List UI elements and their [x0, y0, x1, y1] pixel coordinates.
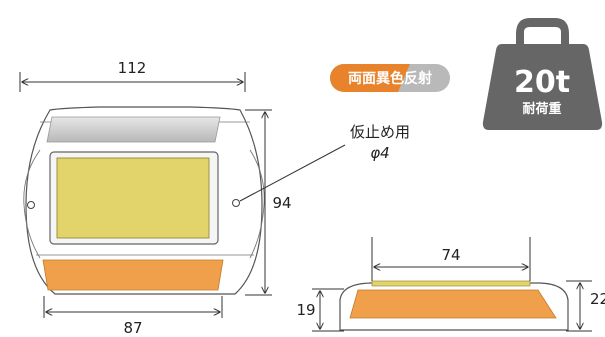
dimension-22-label: 22 [590, 290, 605, 308]
dimension-74: 74 [371, 237, 531, 281]
white-reflector [46, 116, 221, 143]
weight-caption: 耐荷重 [522, 101, 561, 117]
dimension-94: 94 [245, 109, 292, 296]
hole-annotation: 仮止め用 φ4 [239, 123, 410, 202]
annotation-line2: φ4 [370, 144, 389, 162]
weight-icon: 20t 耐荷重 [482, 18, 603, 130]
side-view [339, 280, 569, 331]
dimension-112-label: 112 [118, 59, 147, 77]
dual-color-badge: 両面異色反射 [330, 64, 450, 92]
right-mounting-hole [232, 199, 240, 207]
dimension-19: 19 [296, 288, 344, 332]
front-view [23, 106, 265, 295]
dimension-22: 22 [566, 280, 605, 332]
side-top-yellow [371, 280, 531, 287]
badge-label: 両面異色反射 [348, 70, 432, 87]
annotation-line1: 仮止め用 [350, 123, 410, 141]
dimension-87-label: 87 [123, 319, 142, 337]
orange-reflector-side [349, 289, 557, 319]
dimension-87: 87 [43, 296, 223, 337]
weight-value: 20t [514, 65, 570, 100]
dimension-112: 112 [19, 59, 246, 92]
dimension-74-label: 74 [441, 246, 460, 264]
orange-reflector-front [42, 259, 224, 291]
dimension-94-label: 94 [272, 194, 291, 212]
dimension-19-label: 19 [296, 301, 315, 319]
left-mounting-hole [27, 201, 35, 209]
left-side-bulge [23, 149, 41, 259]
yellow-reflector [56, 157, 210, 239]
